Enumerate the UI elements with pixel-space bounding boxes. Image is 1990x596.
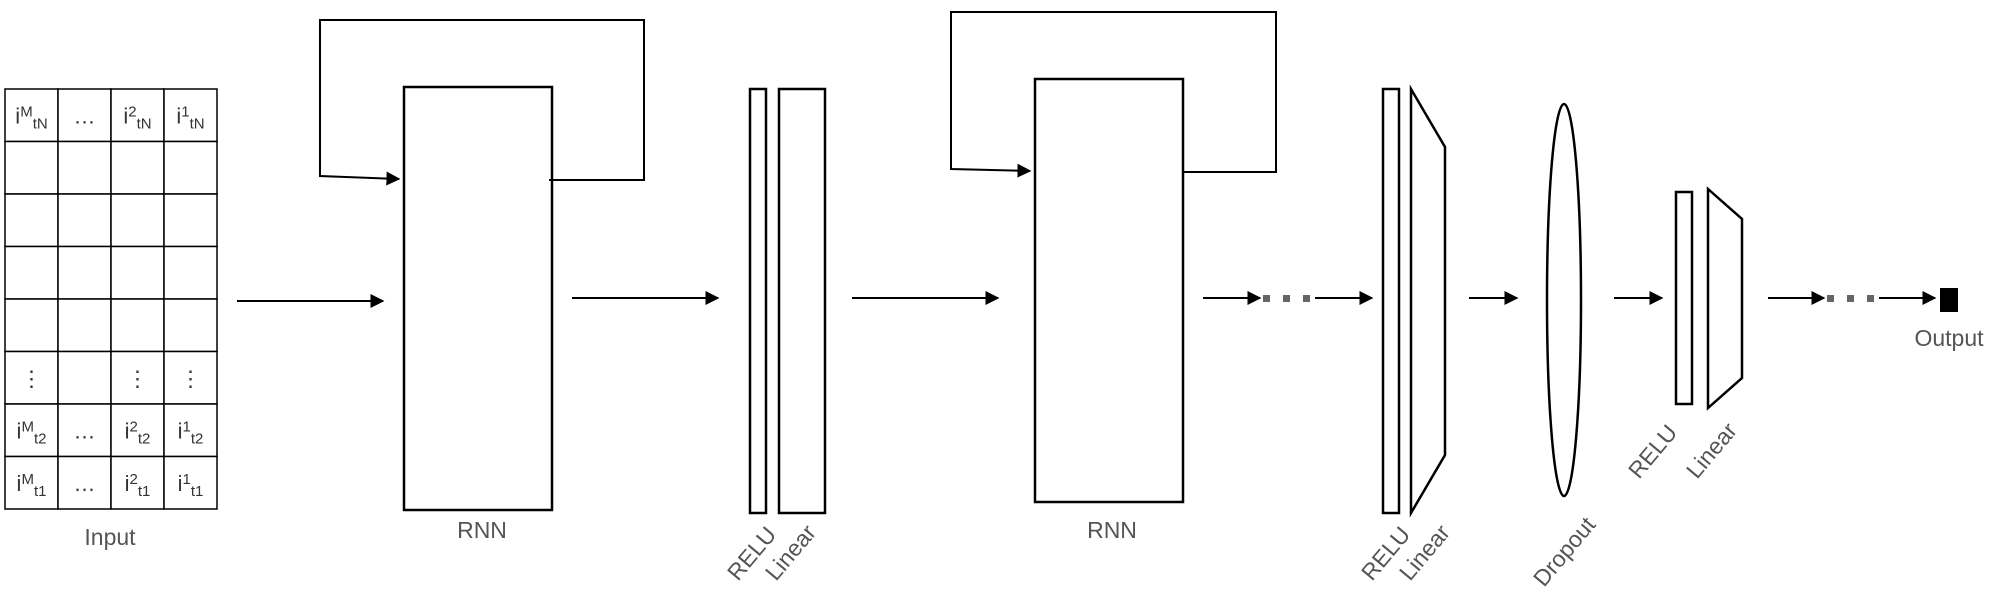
input-cell-text: i1tN <box>176 103 204 132</box>
input-cell <box>110 245 165 300</box>
input-cell <box>163 140 218 195</box>
rnn2-block <box>1033 77 1185 504</box>
input-cell-text: ⋮ <box>21 366 43 391</box>
linear3-layer <box>1706 186 1744 411</box>
input-cell-text: iMt2 <box>17 418 47 447</box>
input-cell-text: … <box>74 471 96 496</box>
rnn1-recurrent-loop <box>319 19 645 186</box>
input-cell <box>57 298 112 353</box>
input-cell <box>110 455 165 510</box>
rnn2-recurrent-loop <box>950 11 1277 178</box>
input-cell <box>4 455 59 510</box>
input-cell <box>57 350 112 405</box>
input-cell <box>4 245 59 300</box>
input-cell <box>110 193 165 248</box>
relu1-layer <box>748 87 768 515</box>
input-cell-text: iMt1 <box>17 471 47 500</box>
input-cell <box>4 140 59 195</box>
input-cell <box>57 140 112 195</box>
input-cell-text: i1t2 <box>178 418 204 447</box>
input-cell-text: … <box>74 418 96 443</box>
input-cell <box>163 403 218 458</box>
input-cell <box>4 193 59 248</box>
linear1-layer <box>777 87 827 515</box>
input-cell <box>163 350 218 405</box>
input-cell <box>57 193 112 248</box>
input-cell <box>163 298 218 353</box>
input-cell-text: i2tN <box>123 103 151 132</box>
input-cell <box>4 298 59 353</box>
input-cell <box>163 455 218 510</box>
output-node <box>1940 288 1958 312</box>
input-cell <box>4 88 59 143</box>
relu3-label: RELU <box>1623 419 1682 483</box>
input-cell-text: … <box>74 103 96 128</box>
input-cell-text: i2t1 <box>125 471 151 500</box>
input-cell <box>57 403 112 458</box>
dropout-layer <box>1545 102 1583 498</box>
input-cell <box>110 403 165 458</box>
rnn2-label: RNN <box>1087 517 1137 543</box>
input-cell <box>110 298 165 353</box>
output-label: Output <box>1914 325 1984 351</box>
relu3-layer <box>1674 190 1694 406</box>
input-cell <box>163 193 218 248</box>
rnn1-block <box>402 85 554 512</box>
input-cell <box>110 140 165 195</box>
dropout-label: Dropout <box>1528 511 1601 591</box>
ellipsis-dots-1 <box>1263 295 1310 302</box>
linear3-label: Linear <box>1681 417 1742 483</box>
input-cell-text: ⋮ <box>127 366 149 391</box>
linear2-layer <box>1409 84 1447 518</box>
rnn1-label: RNN <box>457 517 507 543</box>
input-cell <box>163 245 218 300</box>
input-label: Input <box>84 524 136 550</box>
input-grid: iMtN … i2tN i1tN ⋮ ⋮ ⋮ iMt2 … i2t2 i1t2 iMt1 … i2t1 i1… <box>4 88 218 510</box>
input-cell <box>4 350 59 405</box>
ellipsis-dots-2 <box>1827 295 1874 302</box>
input-cell-text: iMtN <box>15 103 47 132</box>
input-cell <box>57 455 112 510</box>
input-cell-text: ⋮ <box>180 366 202 391</box>
input-cell-text: i2t2 <box>125 418 151 447</box>
input-cell-text: i1t1 <box>178 471 204 500</box>
input-cell <box>57 245 112 300</box>
relu2-layer <box>1381 87 1401 515</box>
input-cell <box>57 88 112 143</box>
